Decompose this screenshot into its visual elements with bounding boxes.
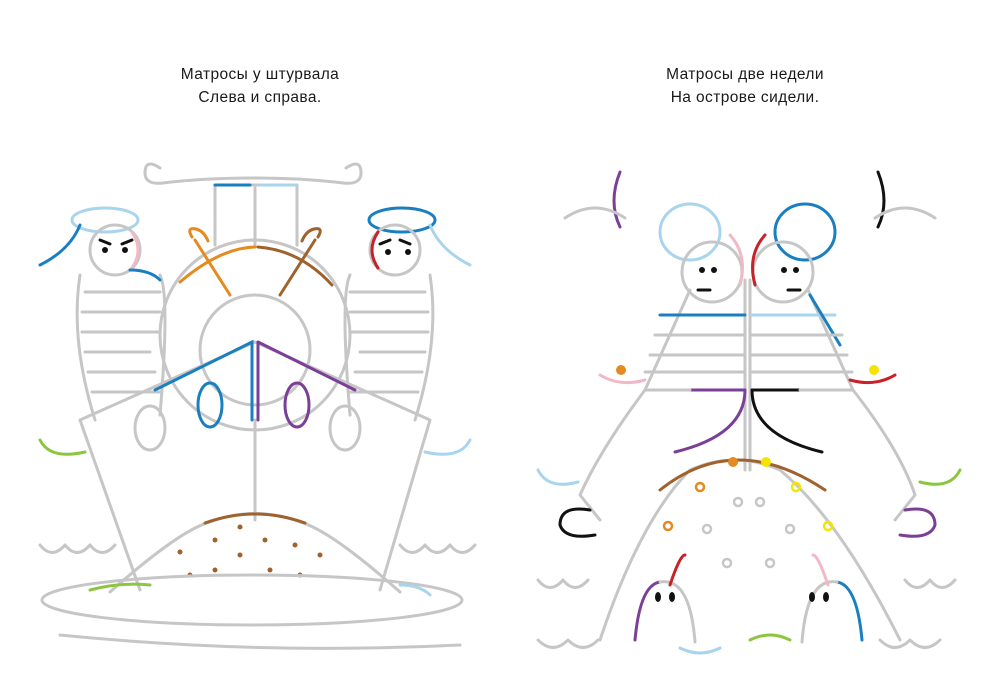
left-caption-line-2: Слева и справа. [198,89,322,106]
right-caption: Матросы две недели На острове сидели. [595,63,895,109]
left-caption-line-1: Матросы у штурвала [180,66,340,83]
island-illustration [536,170,962,655]
right-caption-line-2: На острове сидели. [670,89,820,106]
right-caption-line-1: Матросы две недели [666,66,824,83]
right-sailor [343,206,472,456]
left-sailor [38,206,167,456]
ship-illustration [38,162,477,650]
left-caption: Матросы у штурвала Слева и справа. [110,63,410,109]
